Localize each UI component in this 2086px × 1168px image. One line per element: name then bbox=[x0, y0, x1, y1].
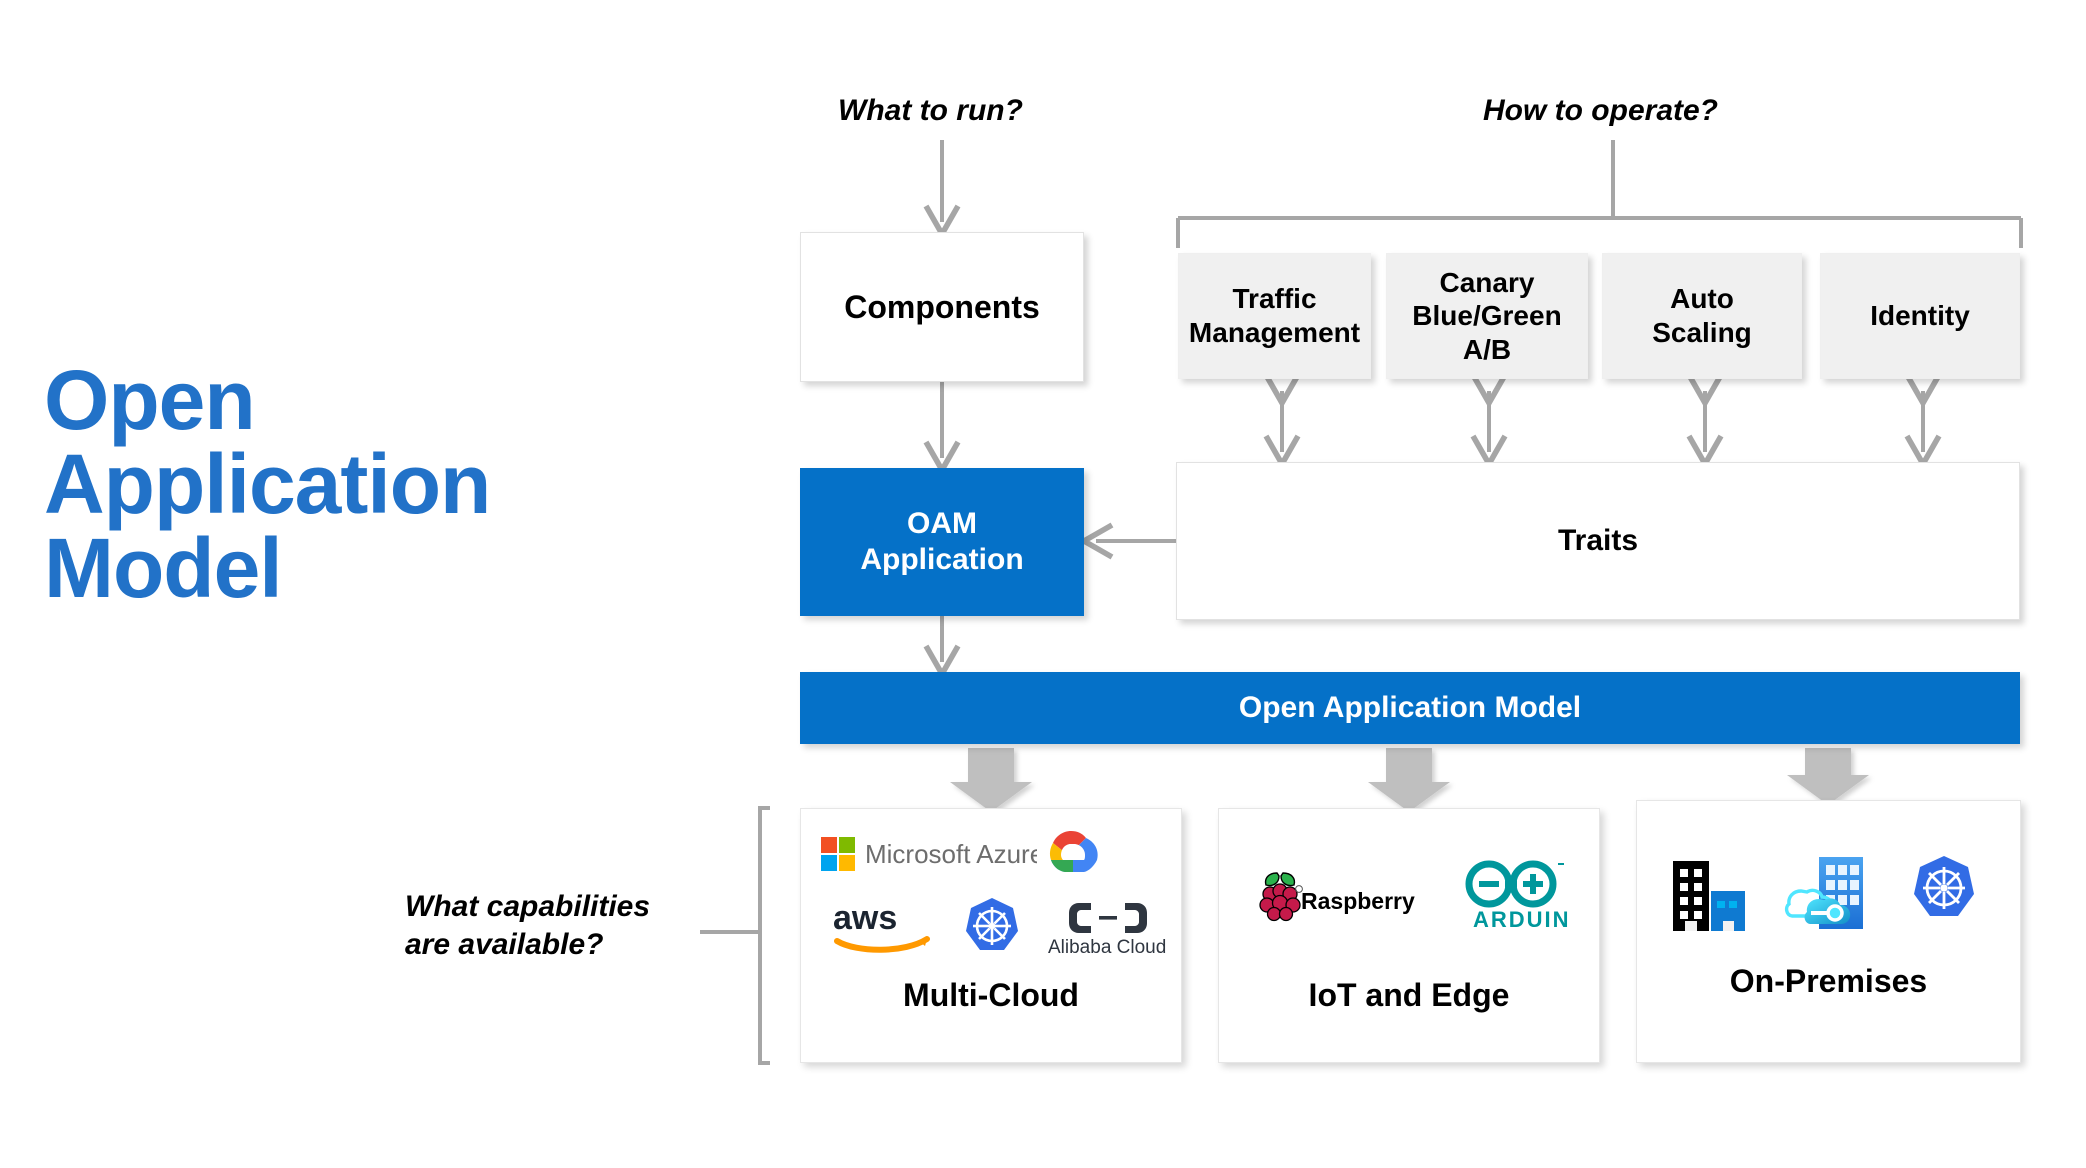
platform-card-iot-and-edge[interactable]: Raspberry Pi ARDUINO IoT and Edge bbox=[1218, 808, 1600, 1063]
datacenter-buildings-icon bbox=[1671, 859, 1749, 933]
platform-card-on-premises[interactable]: On-Premises bbox=[1636, 800, 2021, 1063]
google-cloud-logo bbox=[1041, 827, 1101, 877]
question-what-capabilities: What capabilities are available? bbox=[405, 890, 651, 962]
platform-card-multi-cloud[interactable]: Microsoft Azure aws bbox=[800, 808, 1182, 1063]
aws-wordmark: aws bbox=[833, 899, 897, 937]
platform-card-title-multi-cloud: Multi-Cloud bbox=[903, 977, 1079, 1013]
kubernetes-logo bbox=[961, 895, 1023, 957]
page-title: Open Application Model bbox=[44, 358, 564, 610]
title-line-3: Model bbox=[44, 521, 283, 615]
question-what-to-run: What to run? bbox=[838, 94, 1023, 127]
microsoft-azure-logo: Microsoft Azure bbox=[819, 831, 1044, 873]
trait-box-traffic-management[interactable]: Traffic Management bbox=[1178, 253, 1371, 379]
trait-box-auto-scaling[interactable]: Auto Scaling bbox=[1602, 253, 1802, 379]
question-how-to-operate: How to operate? bbox=[1483, 94, 1719, 127]
node-components[interactable]: Components bbox=[800, 232, 1084, 382]
platform-card-title-on-premises: On-Premises bbox=[1729, 963, 1928, 999]
azure-hybrid-cloud-icon bbox=[1783, 851, 1875, 935]
node-traits[interactable]: Traits bbox=[1176, 462, 2020, 620]
microsoft-azure-wordmark: Microsoft Azure bbox=[865, 839, 1037, 869]
node-oam-application[interactable]: OAM Application bbox=[800, 468, 1084, 616]
node-open-application-model-bar[interactable]: Open Application Model bbox=[800, 672, 2020, 744]
kubernetes-logo bbox=[1909, 853, 1979, 923]
aws-logo: aws bbox=[831, 899, 937, 955]
alibaba-cloud-logo: Alibaba Cloud bbox=[1045, 897, 1171, 959]
raspberry-pi-wordmark: Raspberry Pi bbox=[1301, 888, 1417, 914]
platform-card-title-iot-and-edge: IoT and Edge bbox=[1308, 977, 1510, 1013]
arduino-logo: ARDUINO bbox=[1459, 857, 1588, 933]
alibaba-cloud-wordmark: Alibaba Cloud bbox=[1048, 937, 1166, 958]
title-line-1: Open bbox=[44, 353, 256, 447]
title-line-2: Application bbox=[44, 437, 491, 531]
raspberry-pi-logo: Raspberry Pi bbox=[1253, 867, 1443, 927]
trait-box-canary-bluegreen-ab[interactable]: Canary Blue/Green A/B bbox=[1386, 253, 1588, 379]
arduino-wordmark: ARDUINO bbox=[1473, 907, 1569, 932]
trait-box-identity[interactable]: Identity bbox=[1820, 253, 2020, 379]
